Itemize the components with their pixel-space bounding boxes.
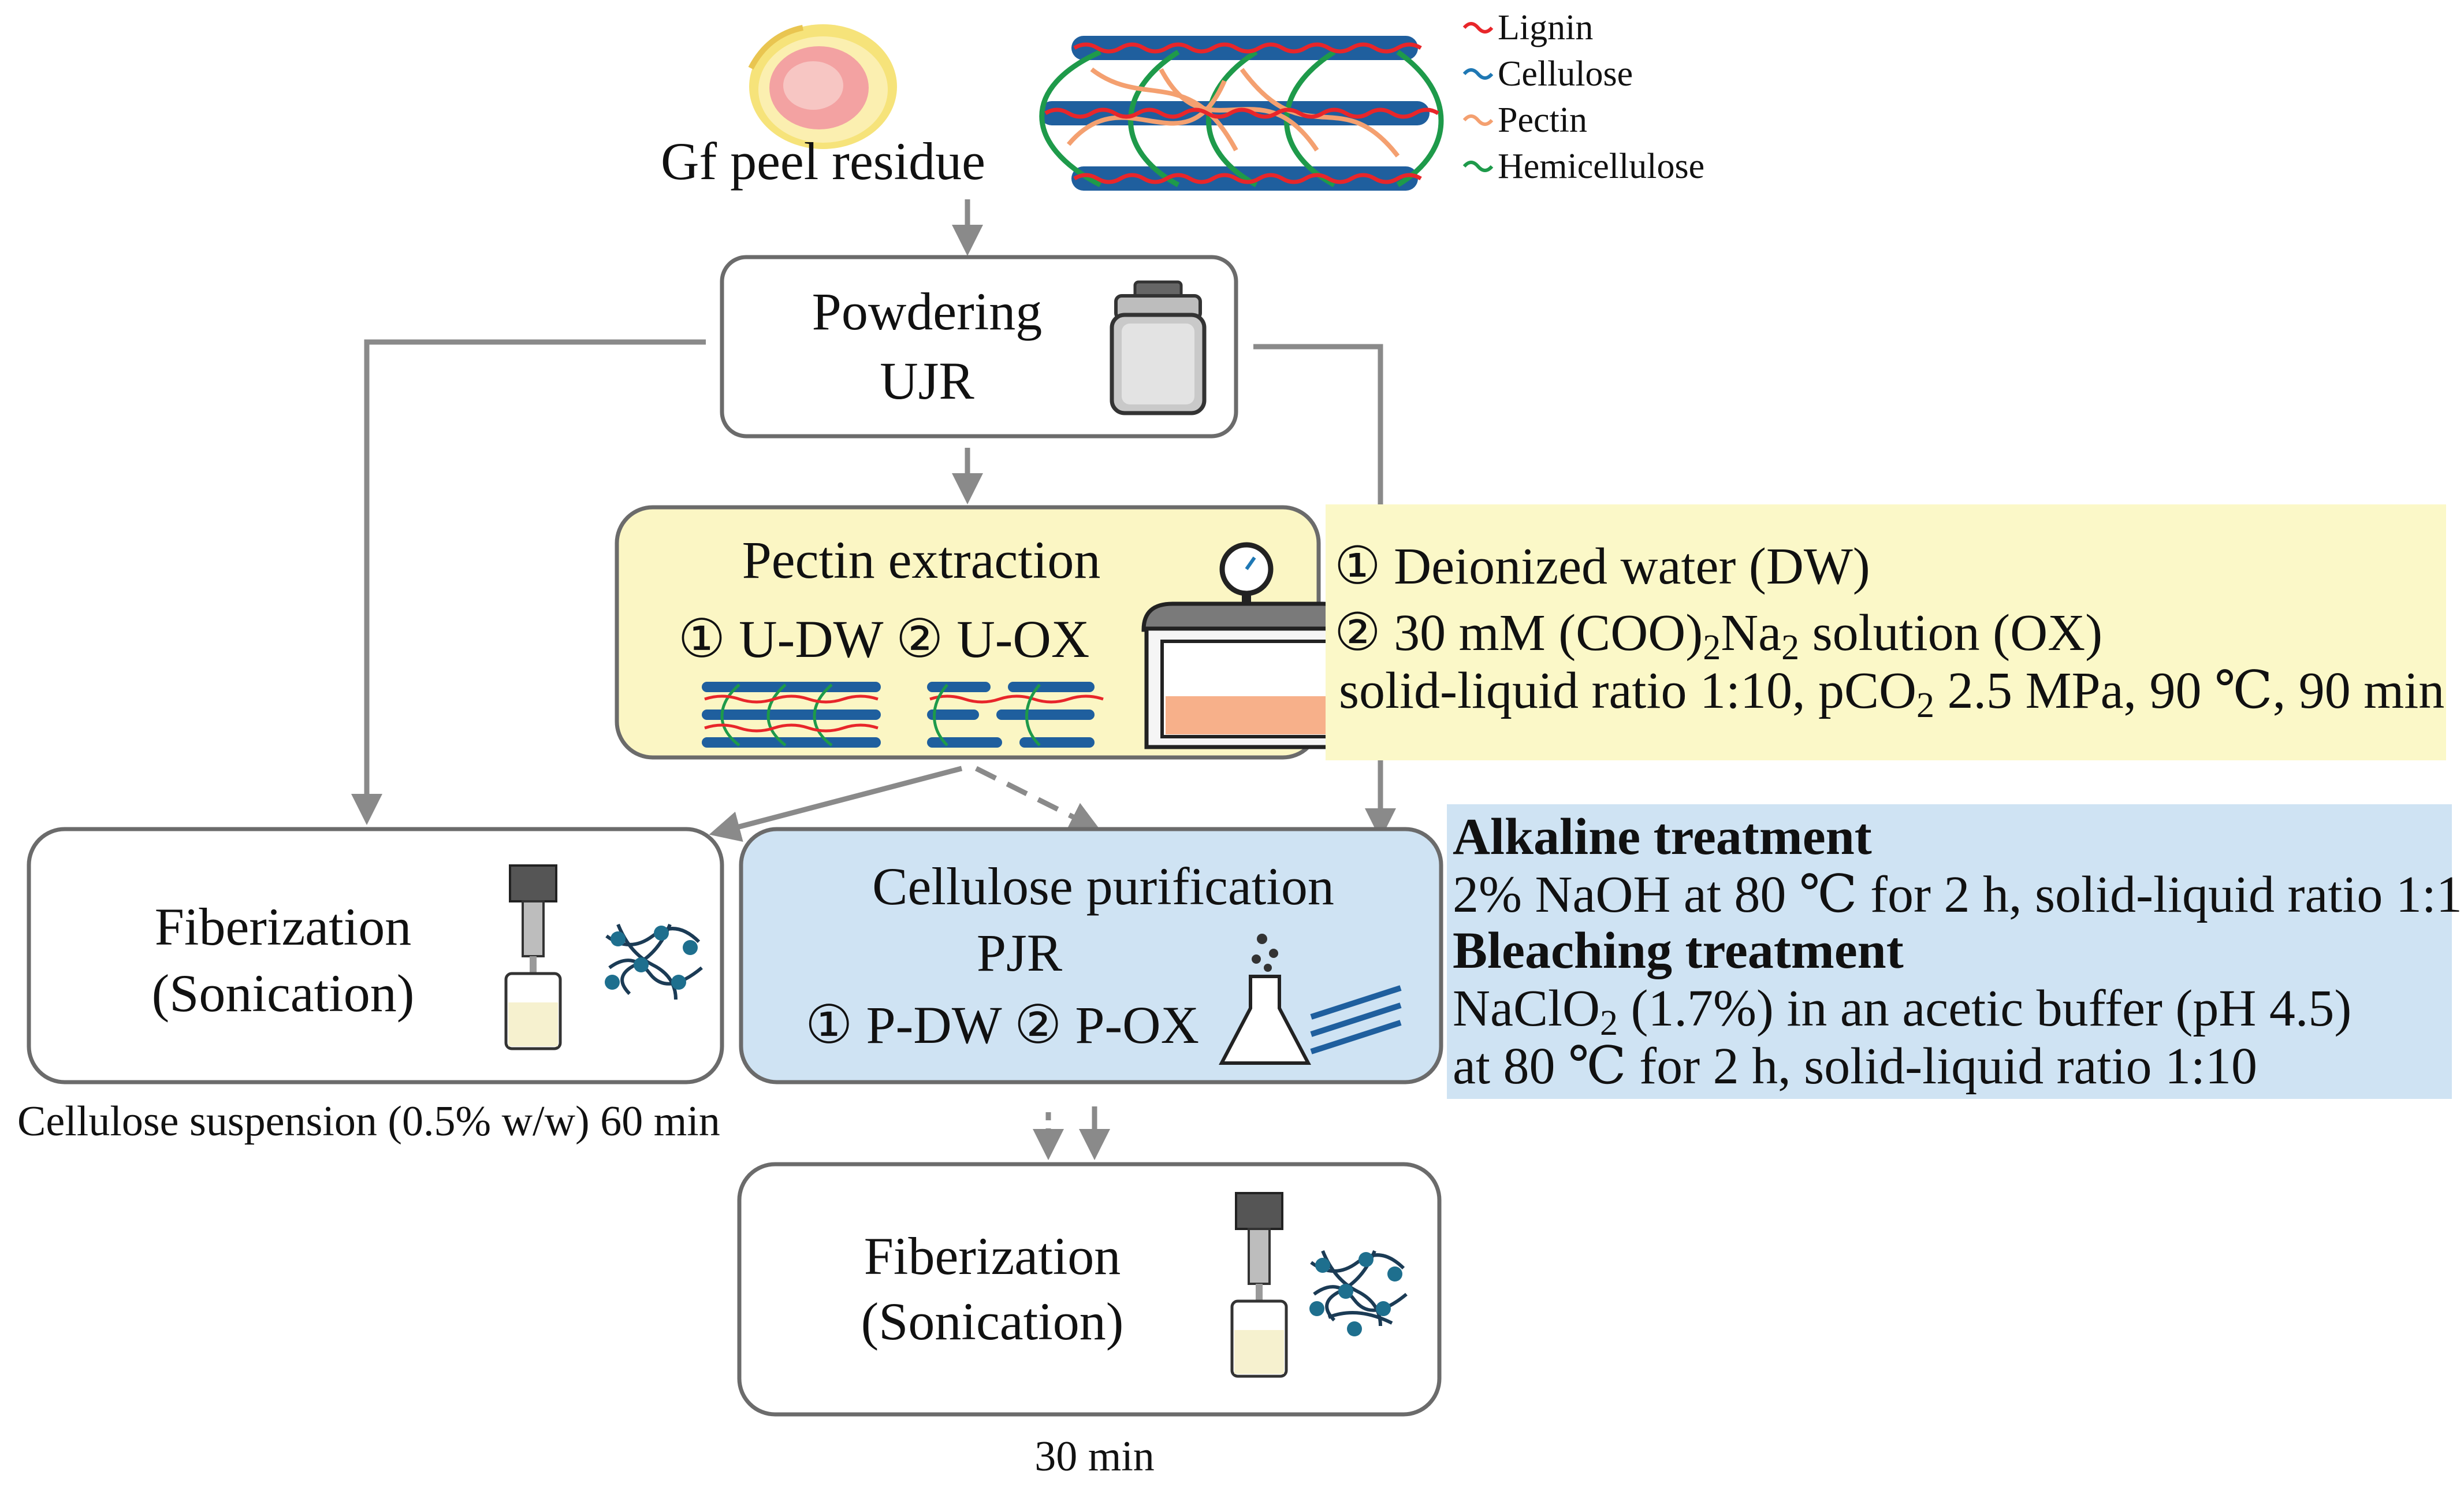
fiberization-bottom-box — [737, 1162, 1442, 1417]
fiberization-bottom-title: Fiberization — [864, 1227, 1121, 1286]
purification-conditions-panel — [1447, 804, 2452, 1099]
fiber-structure-small-icon — [702, 682, 881, 748]
arrow-powdering-to-fiberization-left — [351, 339, 706, 825]
nanofiber-network-icon — [605, 923, 703, 1000]
purification-code: PJR — [977, 923, 1063, 982]
pectin-extraction-title: Pectin extraction — [742, 530, 1101, 589]
purification-options: ① P-DW ② P-OX — [805, 995, 1199, 1054]
powdering-title: Powdering — [812, 282, 1043, 341]
fiberization-bottom-note: 30 min — [1034, 1433, 1155, 1480]
legend-item-lignin: Lignin — [1462, 8, 1593, 47]
grinder-jar-icon — [1110, 280, 1207, 415]
legend-label: Cellulose — [1498, 54, 1633, 94]
legend-label: Lignin — [1498, 8, 1593, 47]
pectin-extraction-options: ① U-DW ② U-OX — [678, 610, 1090, 668]
fiberization-left-title: Fiberization — [155, 897, 412, 956]
alkaline-text: 2% NaOH at 80 ℃ for 2 h, solid-liquid ra… — [1453, 866, 2464, 923]
sonicator-probe-icon — [1230, 1192, 1288, 1378]
pressure-reactor-icon — [1141, 542, 1354, 749]
fiberization-bottom-subtitle: (Sonication) — [861, 1292, 1124, 1351]
pectin-condition-parameters: solid-liquid ratio 1:10, pCO2 2.5 MPa, 9… — [1339, 662, 2444, 725]
pectin-condition-ox: ② 30 mM (COO)2Na2 solution (OX) — [1334, 604, 2102, 667]
bleaching-text: NaClO2 (1.7%) in an acetic buffer (pH 4.… — [1453, 980, 2351, 1043]
legend-swatch — [1462, 22, 1494, 34]
purified-cellulose-fibers-icon — [1310, 985, 1402, 1054]
legend-label: Hemicellulose — [1498, 147, 1704, 186]
arrow-pectin-to-purification — [974, 766, 1101, 831]
grapefruit-peel-icon — [748, 24, 897, 149]
alkaline-heading: Alkaline treatment — [1453, 808, 1872, 865]
pectin-conditions-panel — [1326, 504, 2446, 760]
fiberization-left-note: Cellulose suspension (0.5% w/w) 60 min — [17, 1098, 720, 1145]
flask-icon — [1219, 934, 1311, 1065]
legend-swatch — [1462, 114, 1494, 126]
bleaching-conditions: at 80 ℃ for 2 h, solid-liquid ratio 1:10 — [1453, 1038, 2257, 1095]
sonicator-probe-icon — [504, 864, 562, 1050]
pectin-condition-dw: ① Deionized water (DW) — [1334, 538, 1870, 595]
source-label: Gf peel residue — [661, 132, 985, 191]
powdering-box — [720, 255, 1238, 439]
arrow-pectin-to-fiberization-left — [709, 766, 963, 842]
fiberization-left-subtitle: (Sonication) — [152, 964, 415, 1023]
powdering-code: UJR — [880, 351, 974, 410]
legend-label: Pectin — [1498, 101, 1587, 140]
legend-swatch — [1462, 68, 1494, 80]
nanofiber-network-icon — [1309, 1250, 1408, 1336]
legend-item-cellulose: Cellulose — [1462, 54, 1633, 94]
legend-item-hemicellulose: Hemicellulose — [1462, 147, 1704, 186]
bleaching-heading: Bleaching treatment — [1453, 922, 1904, 979]
purification-title: Cellulose purification — [872, 857, 1334, 916]
lignocellulose-structure-icon — [1039, 36, 1444, 191]
legend-swatch — [1462, 161, 1494, 172]
fiber-structure-pectin-removed-icon — [927, 682, 1104, 748]
legend-item-pectin: Pectin — [1462, 101, 1587, 140]
